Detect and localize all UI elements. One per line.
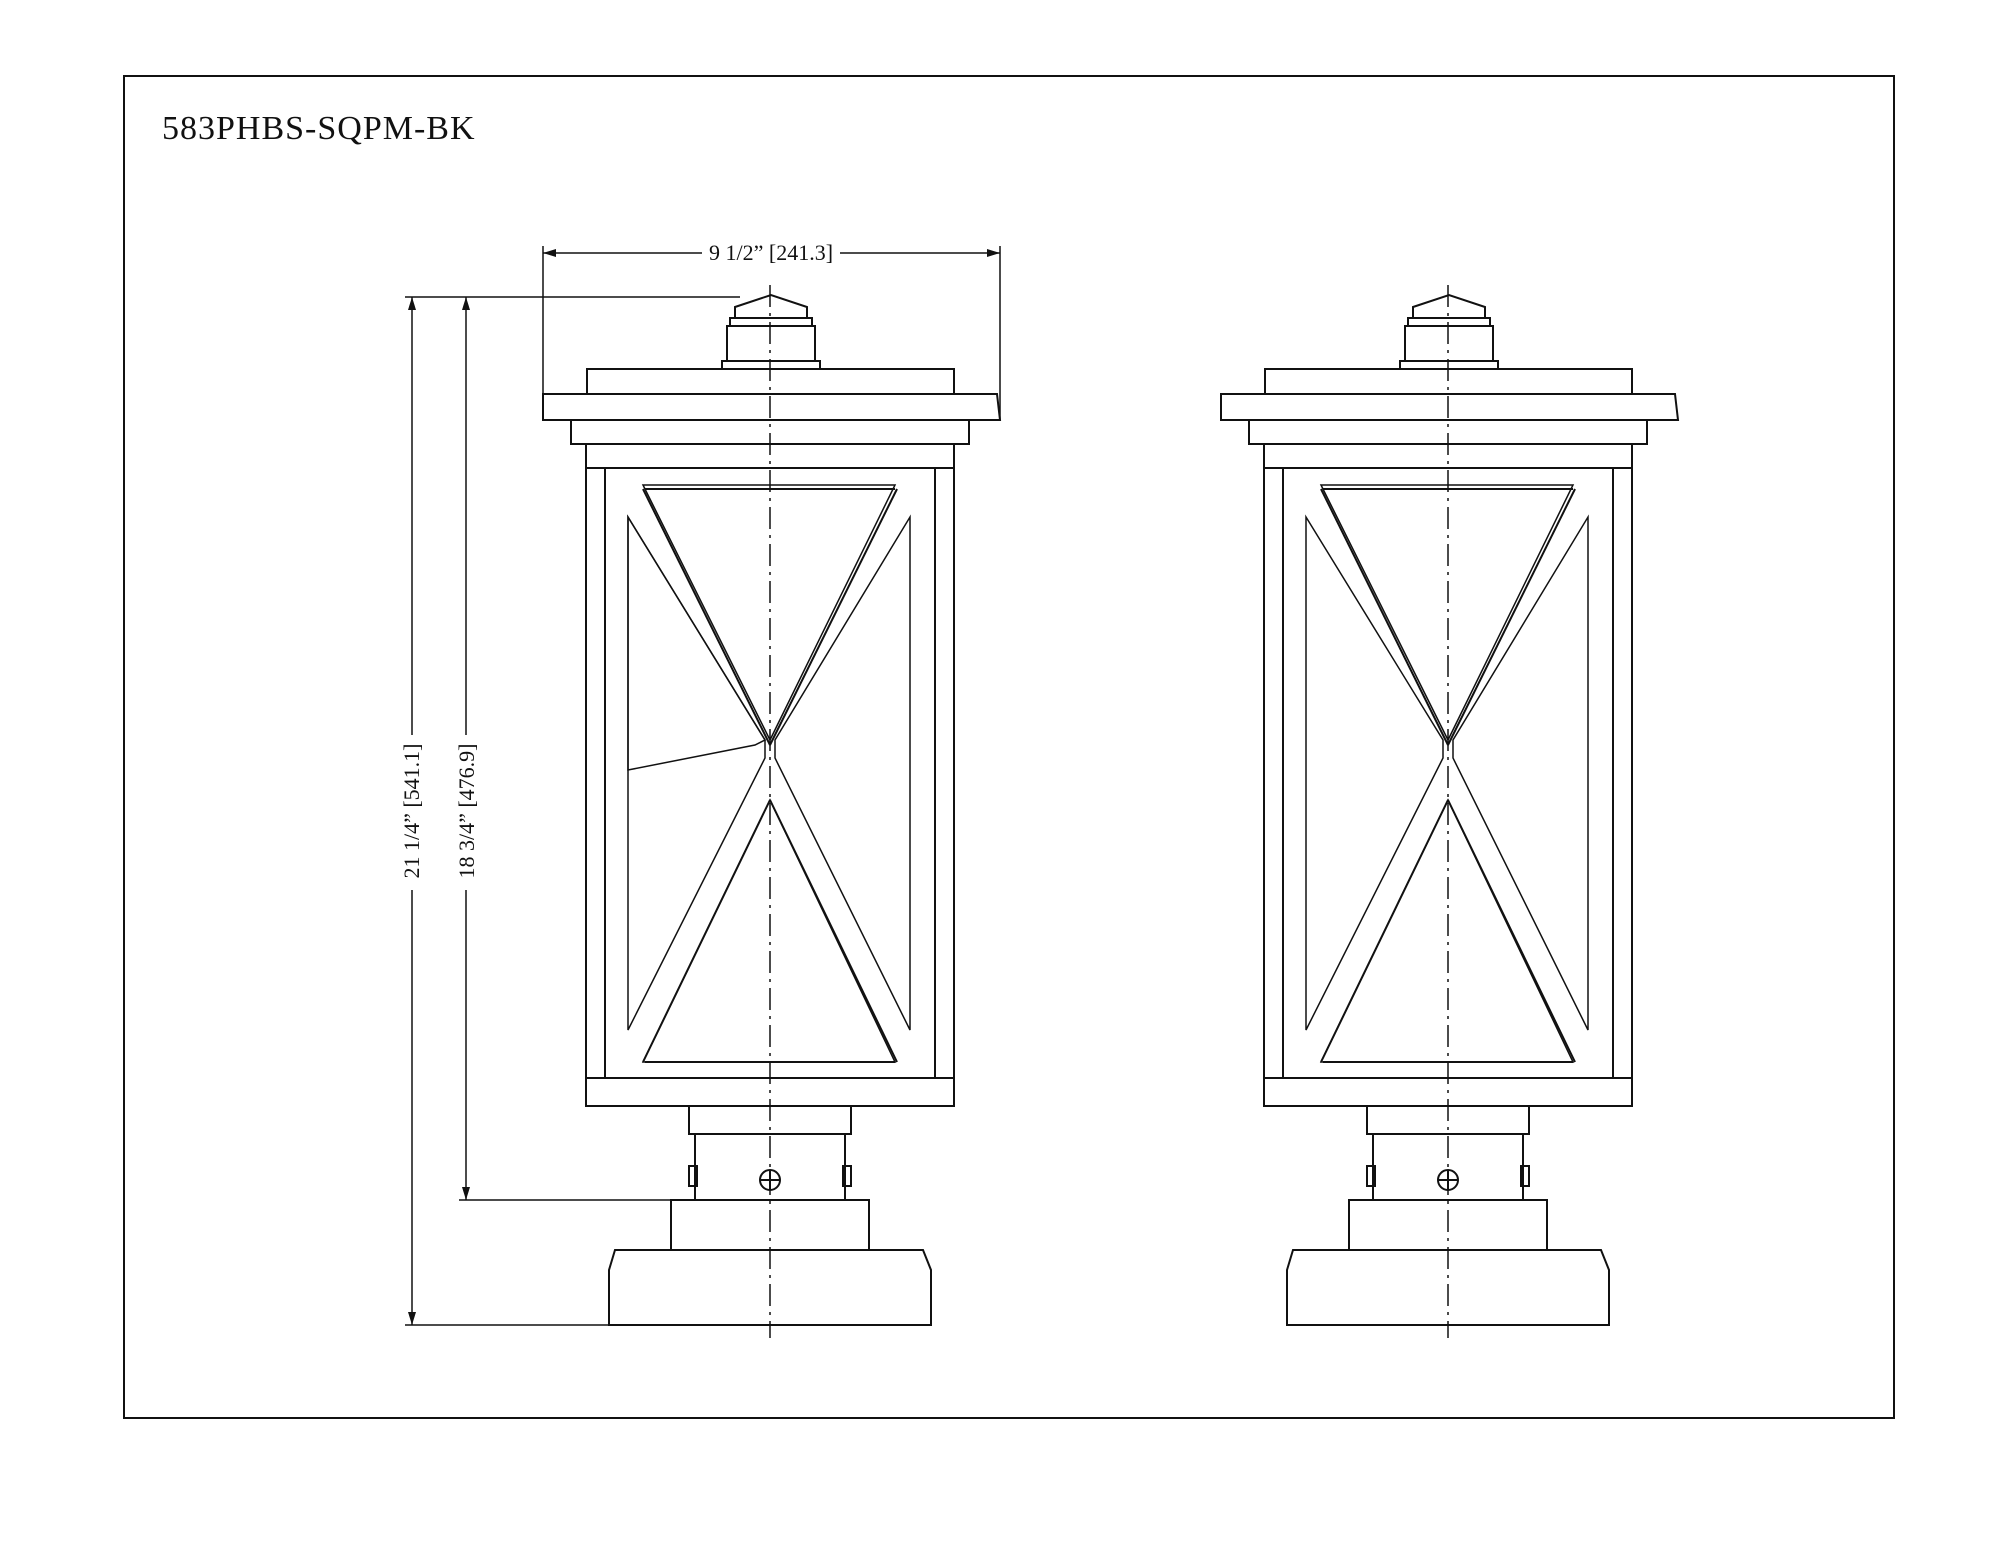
lantern-side-view bbox=[1220, 285, 1680, 1338]
lantern-body bbox=[1263, 467, 1633, 1079]
overall-height-dimension: 21 1/4” [541.1] bbox=[399, 296, 740, 1326]
post-mount bbox=[1286, 1105, 1610, 1326]
roof bbox=[1220, 368, 1680, 469]
roof bbox=[542, 368, 1002, 469]
model-number: 583PHBS-SQPM-BK bbox=[162, 110, 476, 147]
finial bbox=[1399, 293, 1499, 370]
width-dimension: 9 1/2” [241.3] bbox=[542, 240, 1001, 420]
overall-height-label: 21 1/4” [541.1] bbox=[399, 743, 424, 878]
finial bbox=[721, 293, 821, 370]
lantern-front-view bbox=[542, 285, 1002, 1338]
width-label: 9 1/2” [241.3] bbox=[709, 240, 833, 265]
body-height-label: 18 3/4” [476.9] bbox=[454, 743, 479, 878]
drawing-border bbox=[123, 75, 1895, 1419]
body-height-dimension: 18 3/4” [476.9] bbox=[454, 297, 695, 1201]
